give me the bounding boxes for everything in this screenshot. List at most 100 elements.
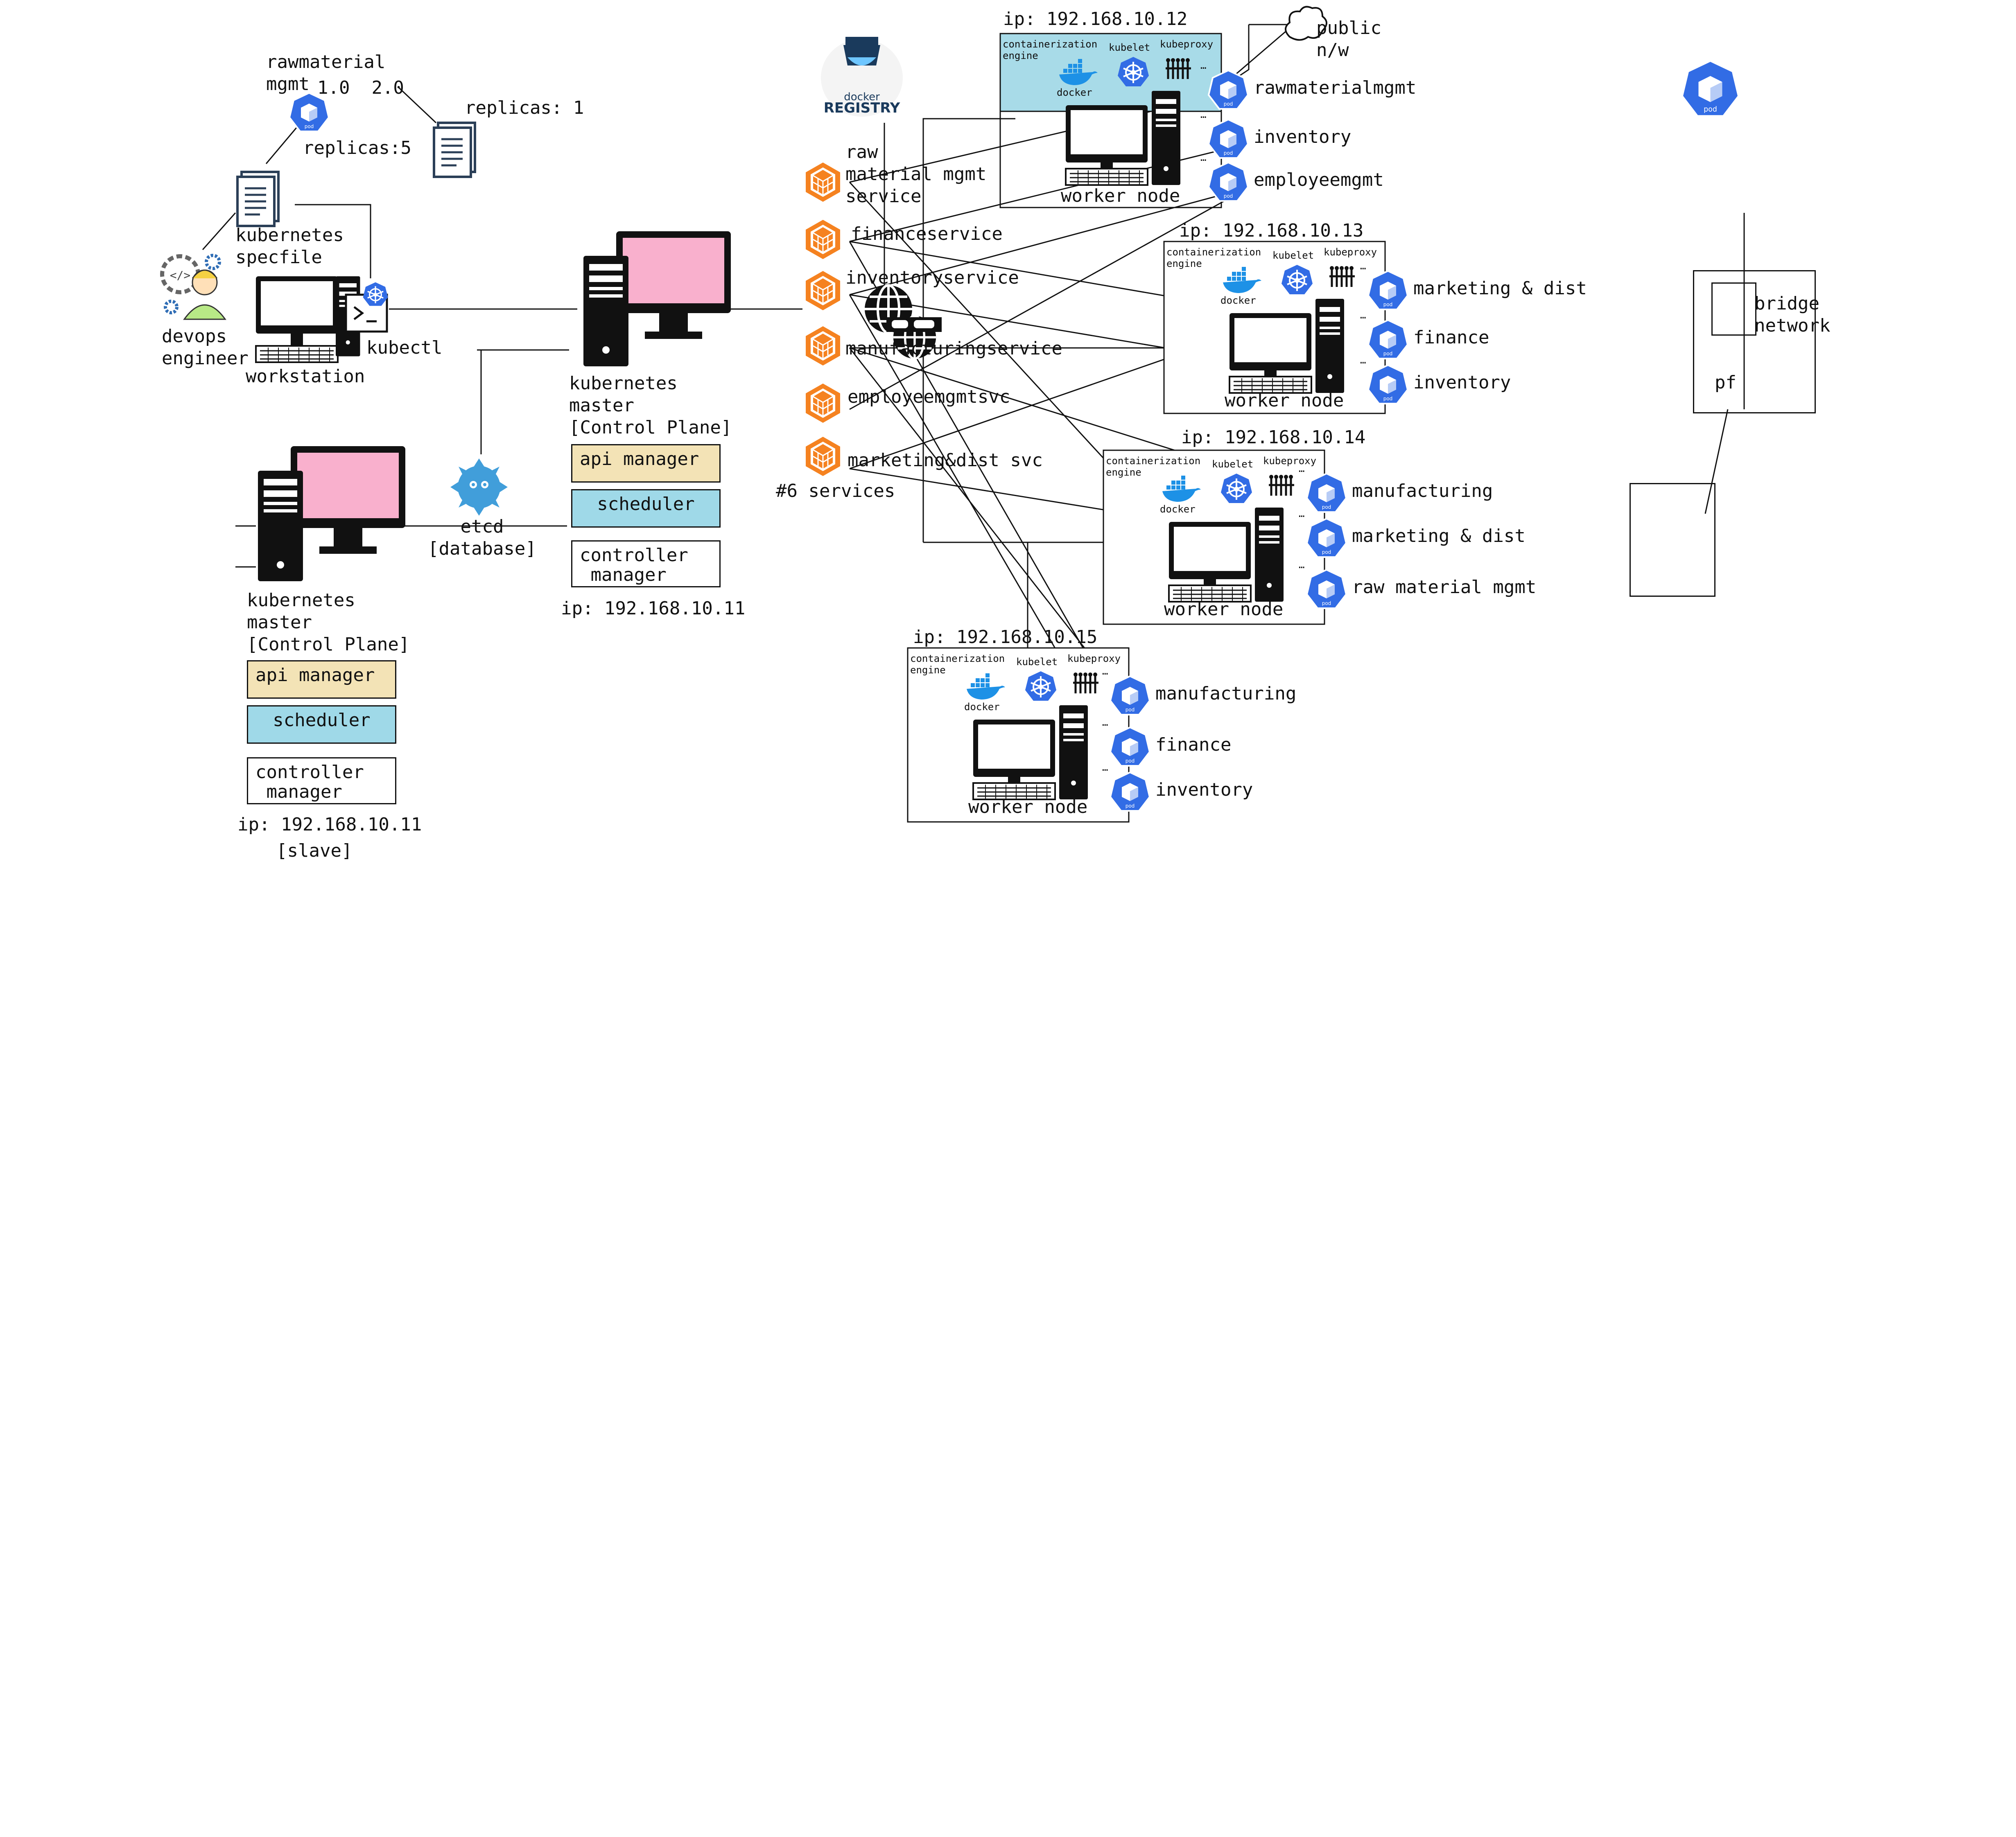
master-slave-ip: ip: 192.168.10.11	[237, 814, 422, 835]
registry-bottom-label: REGISTRY	[824, 100, 900, 116]
master-slave-scheduler: scheduler	[247, 705, 396, 744]
service-label-manufacturing: manufacturingservice	[845, 338, 1062, 359]
worker-node-3: ………	[1103, 449, 1347, 625]
specfile-label: kubernetes specfile	[235, 225, 344, 268]
pod-label: manufacturing	[1155, 683, 1297, 704]
pod-label: marketing & dist	[1413, 278, 1587, 299]
master-slave-controller-manager: controller manager	[247, 757, 396, 804]
master-primary-ip: ip: 192.168.10.11	[561, 598, 746, 619]
kubeproxy-label: kubeproxy	[1160, 38, 1214, 50]
pod-icon	[1367, 364, 1408, 404]
worker-node-2: ………	[1163, 241, 1408, 414]
kubelet-label: kubelet	[1212, 458, 1254, 470]
service-label-employeemgmt: employeemgmtsvc	[848, 386, 1010, 407]
service-icon-employeemgmt	[805, 383, 841, 424]
pod-connector-dots: …	[1360, 309, 1366, 321]
kubeproxy-label: kubeproxy	[1263, 455, 1317, 467]
master-slave-api-manager: api manager	[247, 660, 396, 699]
bridge-endpoint-box	[1630, 483, 1715, 597]
docker-label: docker	[1057, 87, 1092, 98]
worker-tower-icon	[1152, 91, 1180, 185]
master-primary-server-icon	[583, 231, 731, 366]
master-slave-server-icon	[258, 446, 405, 581]
replicas-1-label: replicas: 1	[465, 97, 584, 118]
pod-icon	[1208, 70, 1249, 110]
worker-tower-icon	[1315, 299, 1344, 393]
pod-connector-dots: …	[1360, 260, 1366, 272]
kubectl-icon	[345, 281, 389, 333]
pod-label: inventory	[1155, 779, 1253, 800]
bridge-pf-label: pf	[1715, 372, 1736, 393]
pod-label: raw material mgmt	[1352, 577, 1537, 598]
pod-connector-dots: …	[1200, 109, 1206, 120]
pod-icon	[1208, 119, 1249, 159]
pod-icon	[1367, 319, 1408, 359]
docker-label: docker	[964, 701, 1000, 713]
worker-tower-icon	[1059, 705, 1088, 799]
containerization-engine-label: containerization engine	[1003, 38, 1098, 61]
kubelet-label: kubelet	[1016, 656, 1058, 668]
standalone-pod-icon	[1682, 61, 1739, 116]
containerization-engine-label: containerization engine	[1106, 455, 1201, 478]
service-label-inventory: inventoryservice	[845, 267, 1019, 288]
worker-node-4: ………	[907, 647, 1150, 823]
pod-icon	[1306, 518, 1347, 558]
worker-node-ip: ip: 192.168.10.13	[1179, 220, 1364, 241]
etcd-icon	[450, 458, 508, 516]
worker-node-label: worker node	[1061, 185, 1180, 206]
service-icon-manufacturing	[805, 325, 841, 366]
specfile-document-icon	[237, 172, 278, 226]
worker-node-label: worker node	[1164, 599, 1284, 620]
pod-label: finance	[1413, 327, 1489, 348]
pod-connector-dots: …	[1102, 717, 1108, 728]
worker-nodes-layer: ………………………………	[907, 33, 1408, 823]
pod-connector-dots: …	[1299, 559, 1304, 571]
worker-node-ip: ip: 192.168.10.14	[1181, 427, 1366, 448]
pod-icon	[1110, 727, 1150, 767]
master-slave-role: [slave]	[276, 840, 353, 861]
worker-node-ip: ip: 192.168.10.15	[913, 627, 1098, 648]
public-network-label: public n/w	[1316, 18, 1381, 61]
worker-node-box	[999, 33, 1222, 112]
worker-node-ip: ip: 192.168.10.12	[1003, 9, 1188, 29]
devops-engineer-icon: </>	[160, 254, 226, 320]
worker-node-outline	[999, 33, 1222, 208]
pod-icon	[1110, 772, 1150, 812]
workstation-label: workstation	[246, 366, 365, 387]
docker-label: docker	[1160, 503, 1196, 515]
specfile-versions: 1.0 2.0	[317, 77, 404, 98]
pod-connector-dots: …	[1200, 152, 1206, 163]
service-icon-marketing	[805, 436, 841, 477]
public-network-cloud-icon	[1285, 6, 1327, 41]
services-count-label: #6 services	[776, 481, 895, 501]
kubectl-label[interactable]: kubectl	[366, 337, 443, 358]
kubelet-label: kubelet	[1272, 250, 1314, 261]
worker-node-label: worker node	[968, 797, 1088, 817]
service-label-marketing: marketing&dist svc	[848, 450, 1043, 471]
service-icon-inventory	[805, 270, 841, 311]
worker-node-label: worker node	[1225, 390, 1344, 411]
pod-label: rawmaterialmgmt	[1254, 77, 1417, 98]
containerization-engine-label: containerization engine	[1166, 246, 1261, 269]
worker-node-1: … … …	[999, 33, 1249, 208]
bridge-network-label: bridge network	[1754, 293, 1831, 336]
kubeproxy-label: kubeproxy	[1324, 246, 1377, 258]
service-label-finance: financeservice	[851, 223, 1003, 244]
service-icon-finance	[805, 219, 841, 260]
pod-label: inventory	[1413, 372, 1511, 393]
pod-connector-dots: …	[1200, 60, 1206, 71]
pod-label: employeemgmt	[1254, 169, 1384, 190]
specfile-title: rawmaterial mgmt	[266, 52, 386, 95]
replicas-document-icon	[434, 123, 475, 177]
worker-tower-icon	[1255, 508, 1284, 602]
etcd-label: etcd [database]	[428, 516, 536, 559]
workstation-icon	[255, 276, 360, 363]
master-primary-scheduler: scheduler	[571, 489, 721, 528]
replicas-5-label: replicas:5	[303, 138, 411, 158]
kubeproxy-label: kubeproxy	[1067, 653, 1121, 664]
pod-icon	[1306, 473, 1347, 513]
master-primary-api-manager: api manager	[571, 444, 721, 483]
pod-connector-dots: …	[1102, 762, 1108, 773]
pod-connector-dots: …	[1299, 508, 1304, 519]
